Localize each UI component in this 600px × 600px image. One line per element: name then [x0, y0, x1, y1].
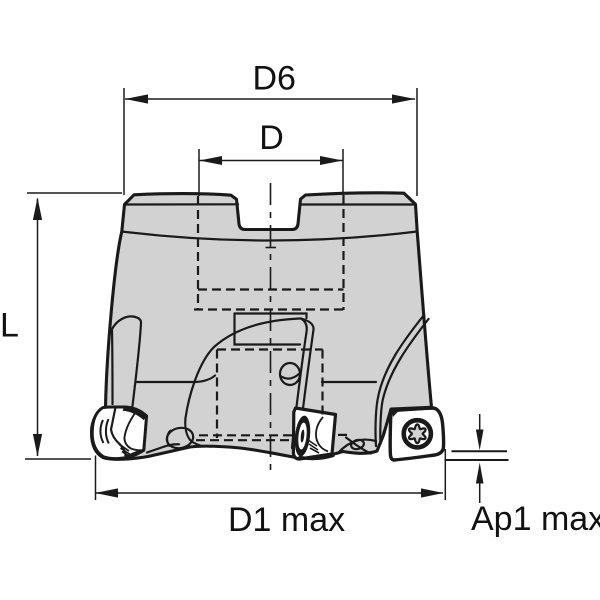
svg-text:D: D — [259, 119, 284, 157]
svg-text:L: L — [0, 306, 19, 344]
svg-text:Ap1 max: Ap1 max — [471, 500, 600, 538]
svg-text:D1 max: D1 max — [228, 501, 345, 539]
svg-text:D6: D6 — [253, 60, 296, 98]
